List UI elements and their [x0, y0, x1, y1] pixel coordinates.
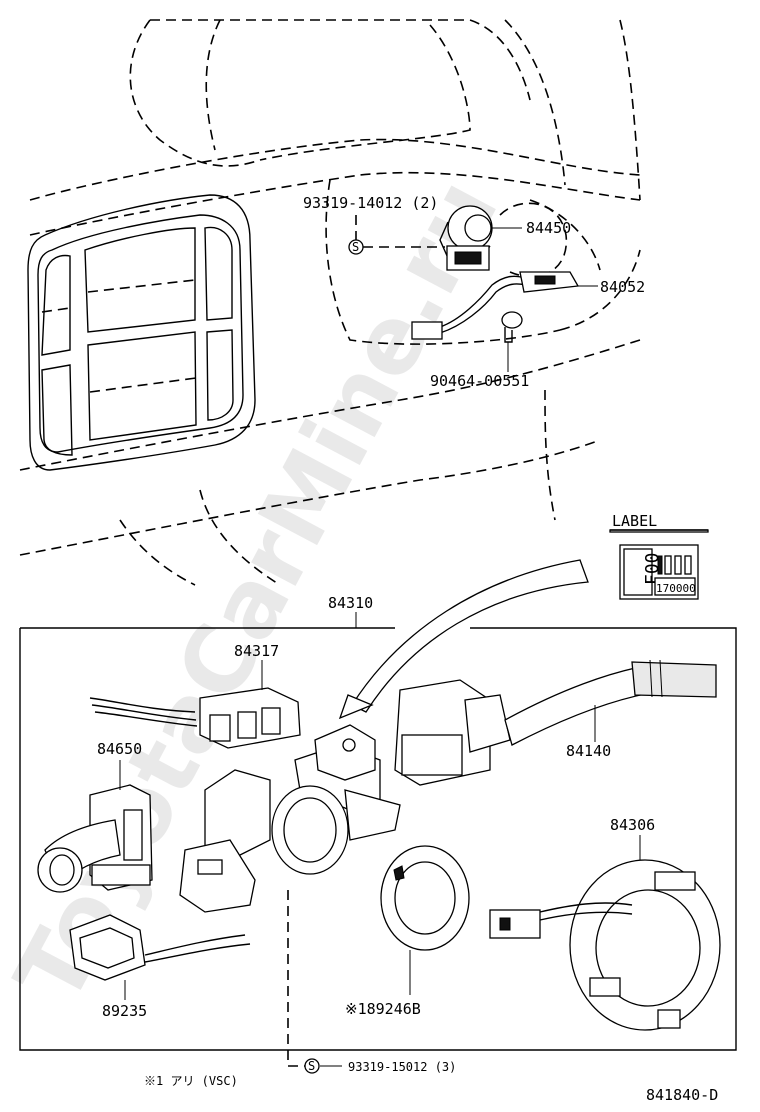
label-93319-14012: 93319-14012 (2) [303, 194, 438, 212]
label-84306: 84306 [610, 816, 655, 834]
label-93319-15012: 93319-15012 (3) [348, 1060, 456, 1074]
label-89235: 89235 [102, 1002, 147, 1020]
assembly-frame-84310 [19, 612, 737, 1051]
wiper-switch-84140 [394, 659, 717, 786]
connector-84317 [89, 660, 301, 749]
label-box: F00 170000 [609, 529, 709, 600]
label-84310: 84310 [328, 594, 373, 612]
svg-text:S: S [308, 1059, 315, 1073]
switch-body [179, 724, 401, 1060]
spiral-cable-84306 [489, 835, 721, 1031]
label-84052: 84052 [600, 278, 645, 296]
label-84140: 84140 [566, 742, 611, 760]
label-84650: 84650 [97, 740, 142, 758]
sensor-89235 [69, 914, 251, 1000]
screw-symbol-lower: S [288, 1058, 342, 1074]
screw-symbol-upper: S [348, 215, 445, 255]
svg-text:170000: 170000 [656, 582, 696, 595]
ignition-switch-84450 [439, 202, 568, 278]
ring-89246B [380, 845, 470, 995]
label-90464-00551: 90464-00551 [430, 372, 529, 390]
assembly-arrow [338, 559, 589, 720]
drawing-number: 841840-D [646, 1086, 718, 1104]
label-84450: 84450 [526, 219, 571, 237]
footnote: ※1 アリ (VSC) [144, 1074, 238, 1088]
svg-text:S: S [352, 240, 359, 254]
dashboard-outline [19, 19, 641, 586]
headlight-switch-84650 [37, 760, 153, 893]
label-label-title: LABEL [612, 512, 657, 530]
wire-harness-84052 [411, 271, 598, 372]
label-89246B: ※189246B [345, 1000, 421, 1018]
label-84317: 84317 [234, 642, 279, 660]
